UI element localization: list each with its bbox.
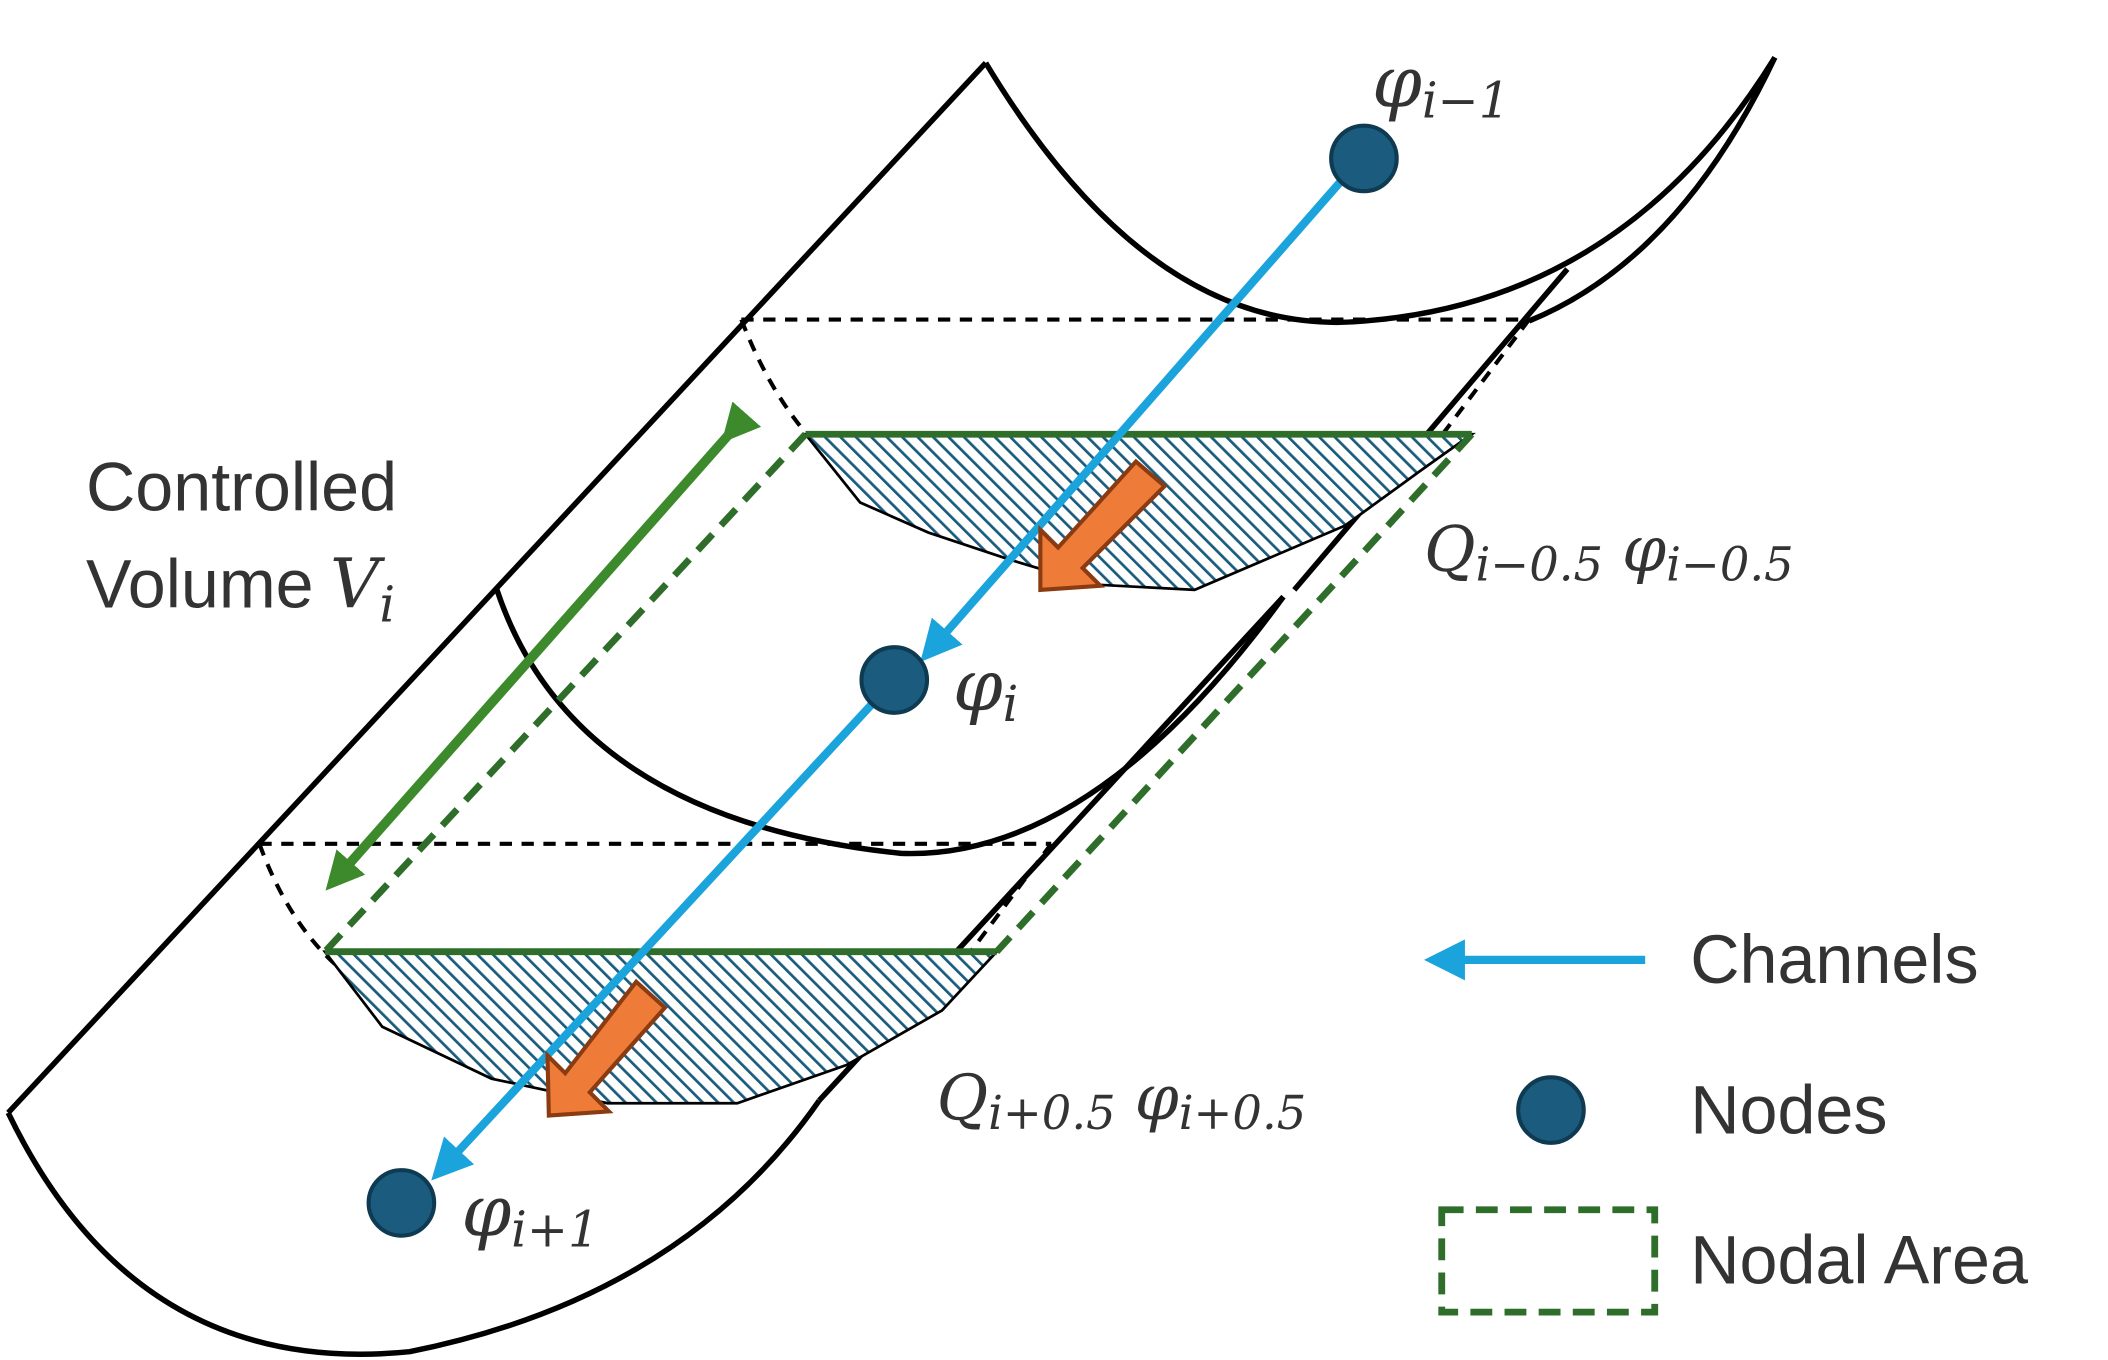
- node-i-plus-1: [366, 1168, 437, 1238]
- channel-right-bank-upper: [1292, 267, 1570, 592]
- legend-nodal-area-label: Nodal Area: [1690, 1222, 2028, 1298]
- legend-nodes-label: Nodes: [1690, 1072, 1887, 1148]
- upper-dashed-right-bank: [1418, 318, 1531, 466]
- node-i: [859, 645, 930, 715]
- channel-top-inner-edge: [1528, 56, 1778, 324]
- channel-upper: [920, 158, 1362, 662]
- channel-bottom-cross-section: [5, 1098, 822, 1357]
- node-i-minus-1: [1329, 123, 1399, 194]
- legend-channels-label: Channels: [1690, 922, 1978, 998]
- channel-top-cross-section: [983, 55, 1778, 325]
- label-controlled-volume-line1: Controlled: [86, 450, 397, 526]
- lower-dashed-right-bank: [960, 842, 1053, 964]
- flux-arrow-lower: [545, 978, 668, 1118]
- label-phi-i-minus-1: φi−1: [1372, 41, 1510, 130]
- legend: Channels Nodes Nodal Area: [1423, 922, 2028, 1316]
- label-phi-i: φi: [953, 644, 1018, 733]
- lower-flow-area: [322, 950, 1000, 1105]
- flux-arrow-upper: [1038, 458, 1168, 593]
- channels: [431, 158, 1362, 1181]
- legend-nodes-icon: [1516, 1075, 1586, 1145]
- legend-nodal-area-icon: [1438, 1206, 1659, 1316]
- channel-lower: [431, 677, 898, 1181]
- controlled-volume-arrow: [325, 401, 762, 891]
- nodes: [366, 123, 1399, 1238]
- label-phi-i-plus-1: φi+1: [461, 1170, 599, 1259]
